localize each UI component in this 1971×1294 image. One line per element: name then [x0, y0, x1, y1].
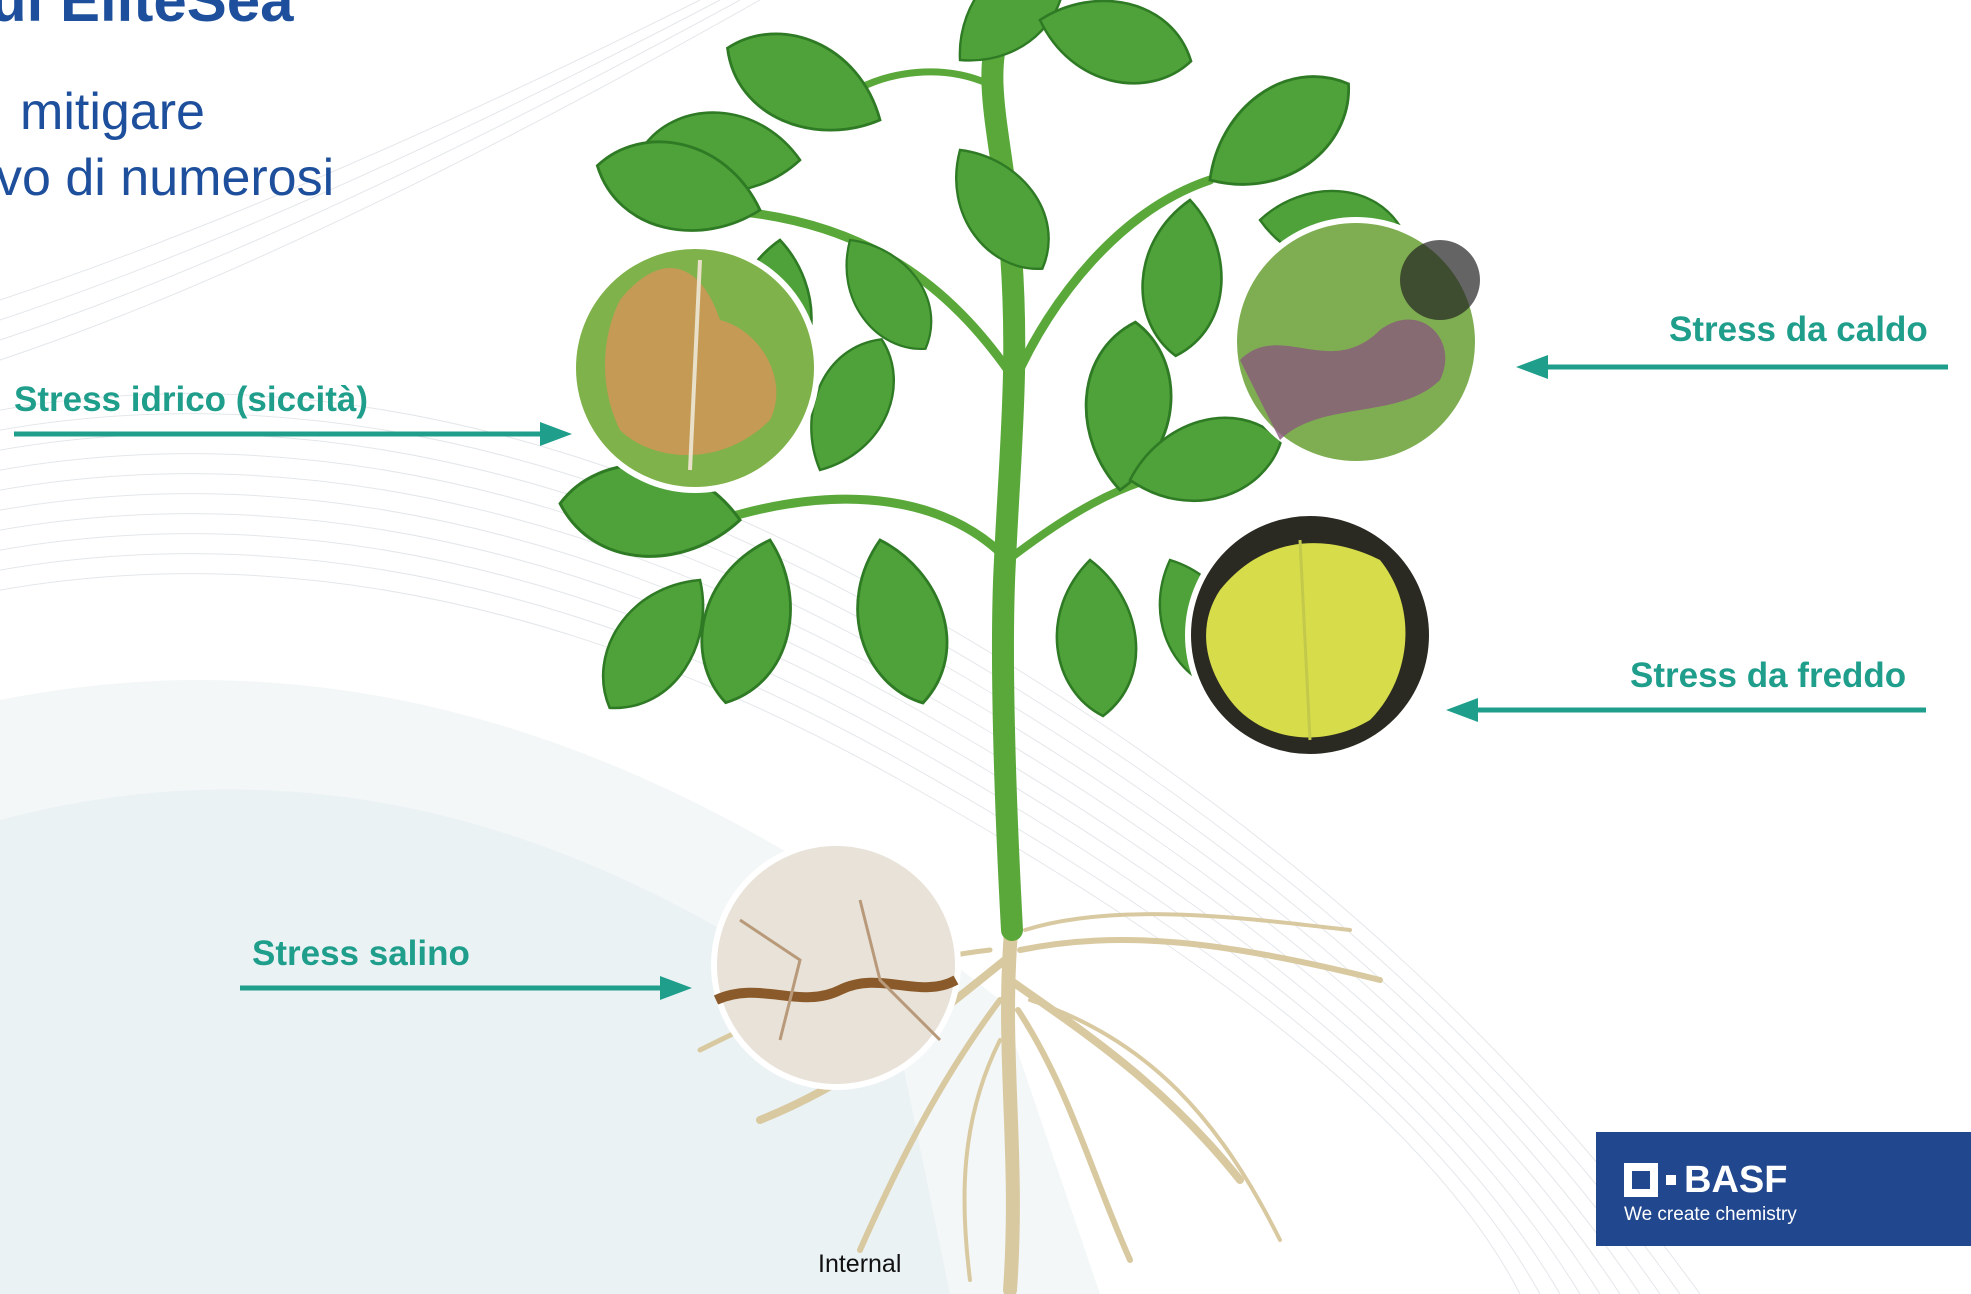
logo-tagline: We create chemistry: [1624, 1204, 1797, 1226]
label-stress-salino: Stress salino: [252, 934, 470, 974]
logo-square-icon: [1624, 1163, 1658, 1197]
photo-cold-leaf: [1188, 513, 1432, 757]
label-stress-freddo: Stress da freddo: [1630, 656, 1906, 696]
label-stress-idrico: Stress idrico (siccità): [14, 380, 368, 420]
photo-drought-leaf: [573, 246, 817, 490]
slide-title: ul EliteSea: [0, 0, 293, 35]
basf-logo: BASF We create chemistry: [1596, 1132, 1971, 1246]
subtitle-line-2: vo di numerosi: [0, 148, 334, 208]
classification-label: Internal: [818, 1250, 901, 1279]
photo-salty-soil: [714, 843, 958, 1087]
label-stress-caldo: Stress da caldo: [1669, 310, 1928, 350]
logo-wordmark: BASF: [1684, 1162, 1787, 1198]
basf-logo-mark: BASF: [1624, 1162, 1787, 1198]
logo-dot-icon: [1666, 1175, 1676, 1185]
subtitle-line-1: mitigare: [20, 82, 205, 142]
photo-heat-leaf: [1234, 220, 1480, 464]
